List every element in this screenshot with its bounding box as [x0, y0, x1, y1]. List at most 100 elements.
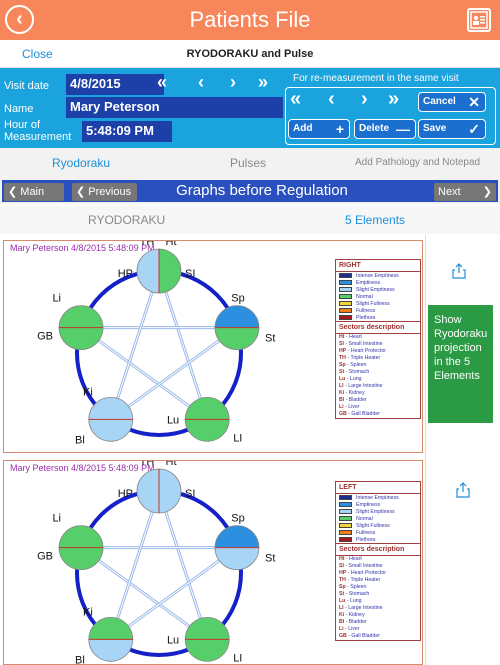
legend-entry: Plethora	[336, 314, 420, 321]
sector-entry: Lu - Lung	[336, 598, 420, 605]
last-measure-icon[interactable]: »	[388, 88, 400, 110]
visit-date-field[interactable]: 4/8/2015	[66, 74, 164, 95]
save-button[interactable]: Save✓	[418, 119, 486, 139]
legend-label: Emptiness	[356, 501, 381, 508]
sector-code: GB	[339, 411, 347, 417]
tab-bar: Ryodoraku Pulses Add Pathology and Notep…	[0, 148, 500, 178]
sector-entry: LI - Large Intestine	[336, 605, 420, 612]
legend-entry: Emptiness	[336, 279, 420, 286]
next-button[interactable]: Next❯	[434, 183, 496, 201]
legend-label: Intense Emptiness	[356, 494, 399, 501]
tab-pulses[interactable]: Pulses	[230, 156, 267, 170]
add-button[interactable]: Add+	[288, 119, 350, 139]
sector-code: Lu	[339, 376, 346, 382]
legend-swatch	[339, 495, 352, 500]
sector-desc: - Liver	[343, 626, 360, 632]
sector-desc: - Triple Heater	[345, 577, 381, 583]
share-icon[interactable]	[452, 263, 466, 279]
graph-nav-bar: ❮ Main ❮ Previous Graphs before Regulati…	[0, 178, 500, 204]
tab-ryodoraku[interactable]: Ryodoraku	[52, 156, 111, 170]
legend-label: Slight Emptiness	[356, 286, 395, 293]
sector-code: HP	[339, 348, 347, 354]
legend-swatch	[339, 509, 352, 514]
sector-entry: GB - Gall Bladder	[336, 411, 420, 418]
label-lu: Lu	[167, 634, 179, 646]
patient-file-icon[interactable]	[467, 8, 491, 32]
sector-code: HP	[339, 570, 347, 576]
close-icon: ✕	[468, 94, 480, 110]
label-hp: HP	[118, 488, 133, 500]
chevron-left-icon: ❮	[8, 186, 18, 198]
prev-measure-icon[interactable]: ‹	[328, 88, 335, 110]
back-chevron-icon[interactable]: ‹	[5, 5, 34, 34]
label-bl: Bl	[75, 434, 85, 446]
sector-desc: - Stomach	[344, 369, 370, 375]
label-th: TH	[140, 241, 155, 248]
sector-desc: - Gall Bladder	[346, 633, 380, 639]
delete-button[interactable]: Delete—	[354, 119, 416, 139]
panel-title: Mary Peterson 4/8/2015 5:48:09 PM	[10, 243, 155, 253]
legend-label: Plethora	[356, 536, 376, 543]
control-arrow-core	[110, 547, 238, 640]
previous-button[interactable]: ❮ Previous	[72, 183, 137, 201]
app-title: Patients File	[189, 7, 311, 32]
legend-entry: Normal	[336, 293, 420, 300]
sector-entry: Lu - Lung	[336, 376, 420, 383]
sector-code: Bl	[339, 619, 345, 625]
subtab-5-elements[interactable]: 5 Elements	[345, 213, 406, 227]
main-button[interactable]: ❮ Main	[4, 183, 64, 201]
label-li-large: LI	[233, 432, 242, 444]
sector-entry: Ht - Heart	[336, 334, 420, 341]
prev-visit-icon[interactable]: ‹	[198, 72, 204, 92]
name-field[interactable]: Mary Peterson	[66, 97, 283, 118]
sector-desc: - Lung	[345, 598, 362, 604]
next-measure-icon[interactable]: ›	[361, 88, 368, 110]
show-projection-button[interactable]: Show Ryodoraku projection in the 5 Eleme…	[428, 305, 493, 423]
sector-code: Ki	[339, 390, 345, 396]
sector-code: Li	[339, 404, 344, 410]
share-icon[interactable]	[456, 482, 470, 498]
node-fire	[136, 468, 182, 514]
node-fire	[136, 248, 182, 294]
next-visit-icon[interactable]: ›	[230, 72, 236, 92]
check-icon: ✓	[468, 121, 480, 137]
sector-entry: Ki - Kidney	[336, 390, 420, 397]
control-arrow-core	[110, 327, 238, 420]
control-arrow-core	[158, 270, 208, 420]
sector-entry: SI - Small Intestine	[336, 563, 420, 570]
sector-code: SI	[339, 563, 344, 569]
subtab-ryodoraku[interactable]: RYODORAKU	[88, 213, 166, 227]
visit-form: Visit date 4/8/2015 « ‹ › » Name Mary Pe…	[0, 68, 500, 148]
legend-swatch	[339, 280, 352, 285]
legend-swatch	[339, 301, 352, 306]
sector-code: LI	[339, 605, 344, 611]
label-hp: HP	[118, 268, 133, 280]
sector-entry: TH - Triple Heater	[336, 577, 420, 584]
close-button[interactable]: Close	[22, 47, 53, 61]
label-li-large: LI	[233, 652, 242, 664]
tab-pathology[interactable]: Add Pathology and Notepad	[355, 157, 481, 168]
cancel-button[interactable]: Cancel✕	[418, 92, 486, 112]
label-lu: Lu	[167, 414, 179, 426]
control-arrow-core	[80, 547, 208, 640]
legend-swatch	[339, 308, 352, 313]
hour-field[interactable]: 5:48:09 PM	[82, 121, 172, 142]
legend-entry: Emptiness	[336, 501, 420, 508]
legend-label: Slight Emptiness	[356, 508, 395, 515]
label-ht: Ht	[166, 241, 177, 248]
top-bar: ‹ Patients File	[0, 0, 500, 40]
sector-code: TH	[339, 355, 346, 361]
legend-swatch	[339, 537, 352, 542]
last-visit-icon[interactable]: »	[258, 72, 269, 92]
node-wood	[58, 525, 104, 571]
first-visit-icon[interactable]: «	[157, 72, 168, 92]
sector-desc: - Kidney	[344, 390, 365, 396]
legend-entry: Plethora	[336, 536, 420, 543]
first-measure-icon[interactable]: «	[290, 88, 302, 110]
sector-code: Sp	[339, 362, 346, 368]
